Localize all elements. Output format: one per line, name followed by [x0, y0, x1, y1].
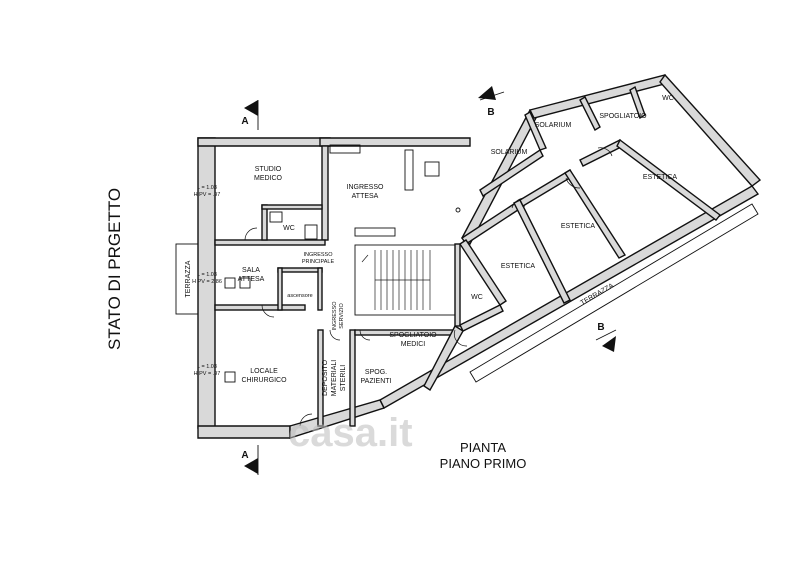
room-label-ingresso-principale-2: PRINCIPALE	[302, 259, 335, 265]
svg-text:A: A	[241, 450, 248, 461]
section-mark-b-top: B	[478, 86, 505, 118]
plan-title-line1: PIANTA	[460, 440, 506, 455]
room-label-wc-top: WC	[662, 95, 674, 102]
room-label-solarium-2: SOLARIUM	[535, 122, 572, 129]
section-mark-a-bottom: A	[241, 445, 259, 475]
section-markers: A A B B	[241, 86, 617, 475]
svg-text:B: B	[597, 322, 604, 333]
room-label-ingresso-attesa-2: ATTESA	[352, 193, 379, 200]
dim-note-3a: L = 1.03	[197, 364, 217, 370]
room-label-estetica-1: ESTETICA	[501, 263, 536, 270]
room-label-deposito-3: STERILI	[340, 365, 347, 392]
room-label-terrazza-left: TERRAZZA	[185, 260, 192, 297]
dimension-notes: L = 1.03 H PV = .97 L = 1.03 H PV = 2.86…	[192, 185, 222, 377]
dim-note-1b: H PV = .97	[194, 192, 221, 198]
terrace-right: TERRAZZA	[469, 203, 759, 383]
interior-walls	[214, 145, 461, 427]
room-label-ascensore: ascensore	[287, 293, 312, 299]
room-label-deposito-1: DEPOSITO	[322, 359, 329, 396]
dim-note-3b: H PV = .97	[194, 371, 221, 377]
room-label-spogliatoio-medici-1: SPOGLIATOIO	[389, 332, 437, 339]
room-label-estetica-3: ESTETICA	[643, 174, 678, 181]
dim-note-2b: H PV = 2.86	[192, 279, 222, 285]
svg-text:A: A	[241, 116, 248, 127]
room-label-ingresso-principale-1: INGRESSO	[303, 252, 333, 258]
plan-title-line2: PIANO PRIMO	[440, 456, 527, 471]
room-label-spog-pazienti-1: SPOG.	[365, 369, 387, 376]
dim-note-1a: L = 1.03	[197, 185, 217, 191]
room-label-sala-attesa-1: SALA	[242, 267, 260, 274]
room-label-locale-chirurgico-1: LOCALE	[250, 368, 278, 375]
room-label-ingresso-attesa-1: INGRESSO	[347, 184, 385, 191]
room-label-spogliatoio-top: SPOGLIATOIO	[599, 113, 647, 120]
room-label-wc-left: WC	[283, 225, 295, 232]
dim-note-2a: L = 1.03	[197, 272, 217, 278]
section-mark-a-top: A	[241, 100, 259, 130]
room-label-studio-medico-2: MEDICO	[254, 175, 283, 182]
room-label-solarium-1: SOLARIUM	[491, 149, 528, 156]
room-label-ingresso-servizio-1: INGRESSO	[332, 301, 338, 331]
room-label-studio-medico-1: STUDIO	[255, 166, 282, 173]
room-label-estetica-2: ESTETICA	[561, 223, 596, 230]
terrace-left: TERRAZZA	[175, 243, 199, 315]
svg-text:B: B	[487, 107, 494, 118]
furniture	[224, 144, 461, 383]
room-label-sala-attesa-2: ATTESA	[238, 276, 265, 283]
right-interior-walls	[423, 85, 721, 392]
watermark: casa.it	[288, 411, 413, 455]
room-label-deposito-2: MATERIALI	[331, 360, 338, 396]
room-label-locale-chirurgico-2: CHIRURGICO	[241, 377, 287, 384]
doors	[244, 147, 613, 427]
room-labels: STUDIO MEDICO INGRESSO ATTESA WC SALA AT…	[238, 95, 678, 396]
stair	[361, 250, 431, 310]
section-mark-b-bottom: B	[595, 322, 617, 352]
room-label-spog-pazienti-2: PAZIENTI	[361, 378, 392, 385]
room-label-spogliatoio-medici-2: MEDICI	[401, 341, 426, 348]
room-label-wc-center: WC	[471, 294, 483, 301]
room-label-ingresso-servizio-2: SERVIZIO	[339, 302, 345, 328]
side-title: STATO DI PRGETTO	[105, 188, 124, 350]
